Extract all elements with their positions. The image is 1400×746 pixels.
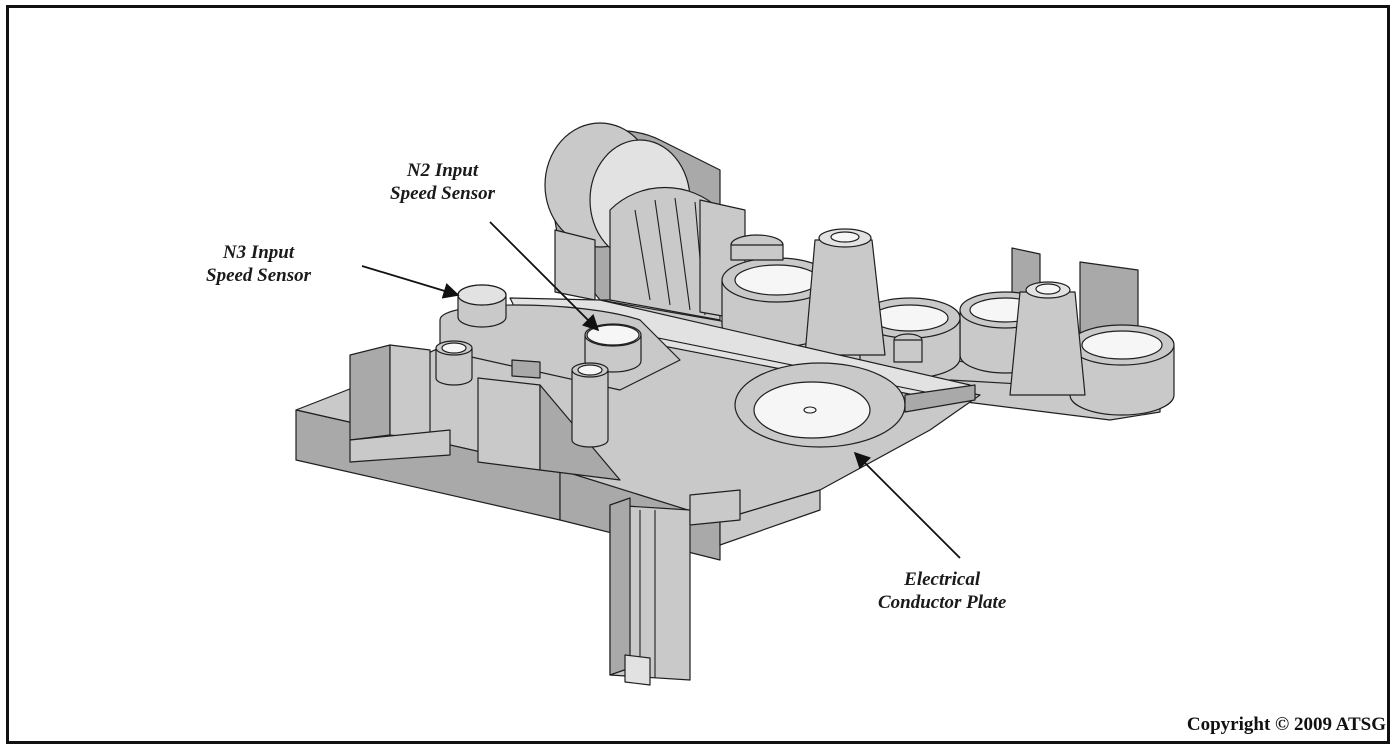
- plate-callout-line2: Conductor Plate: [878, 592, 1007, 613]
- n2-sensor-callout: N2 Input Speed Sensor: [390, 159, 495, 205]
- plate-callout-line1: Electrical: [904, 569, 981, 590]
- n3-sensor-leader: [361, 265, 460, 299]
- n3-callout-line2: Speed Sensor: [206, 265, 312, 286]
- plate-callout: Electrical Conductor Plate: [878, 568, 1006, 614]
- n3-sensor-callout: N3 Input Speed Sensor: [206, 241, 311, 287]
- n2-sensor-leader: [489, 221, 600, 332]
- left-sensor-area: [349, 284, 681, 481]
- middle-sensor-towers: [721, 228, 923, 363]
- plate-leader: [853, 451, 961, 559]
- n2-callout-line1: N2 Input: [406, 160, 479, 181]
- connector-tower: [609, 489, 741, 686]
- copyright-notice: Copyright © 2009 ATSG: [1186, 714, 1386, 735]
- n3-callout-line1: N3 Input: [222, 242, 295, 263]
- rear-drum-housing: [544, 122, 746, 321]
- n2-callout-line2: Speed Sensor: [390, 183, 496, 204]
